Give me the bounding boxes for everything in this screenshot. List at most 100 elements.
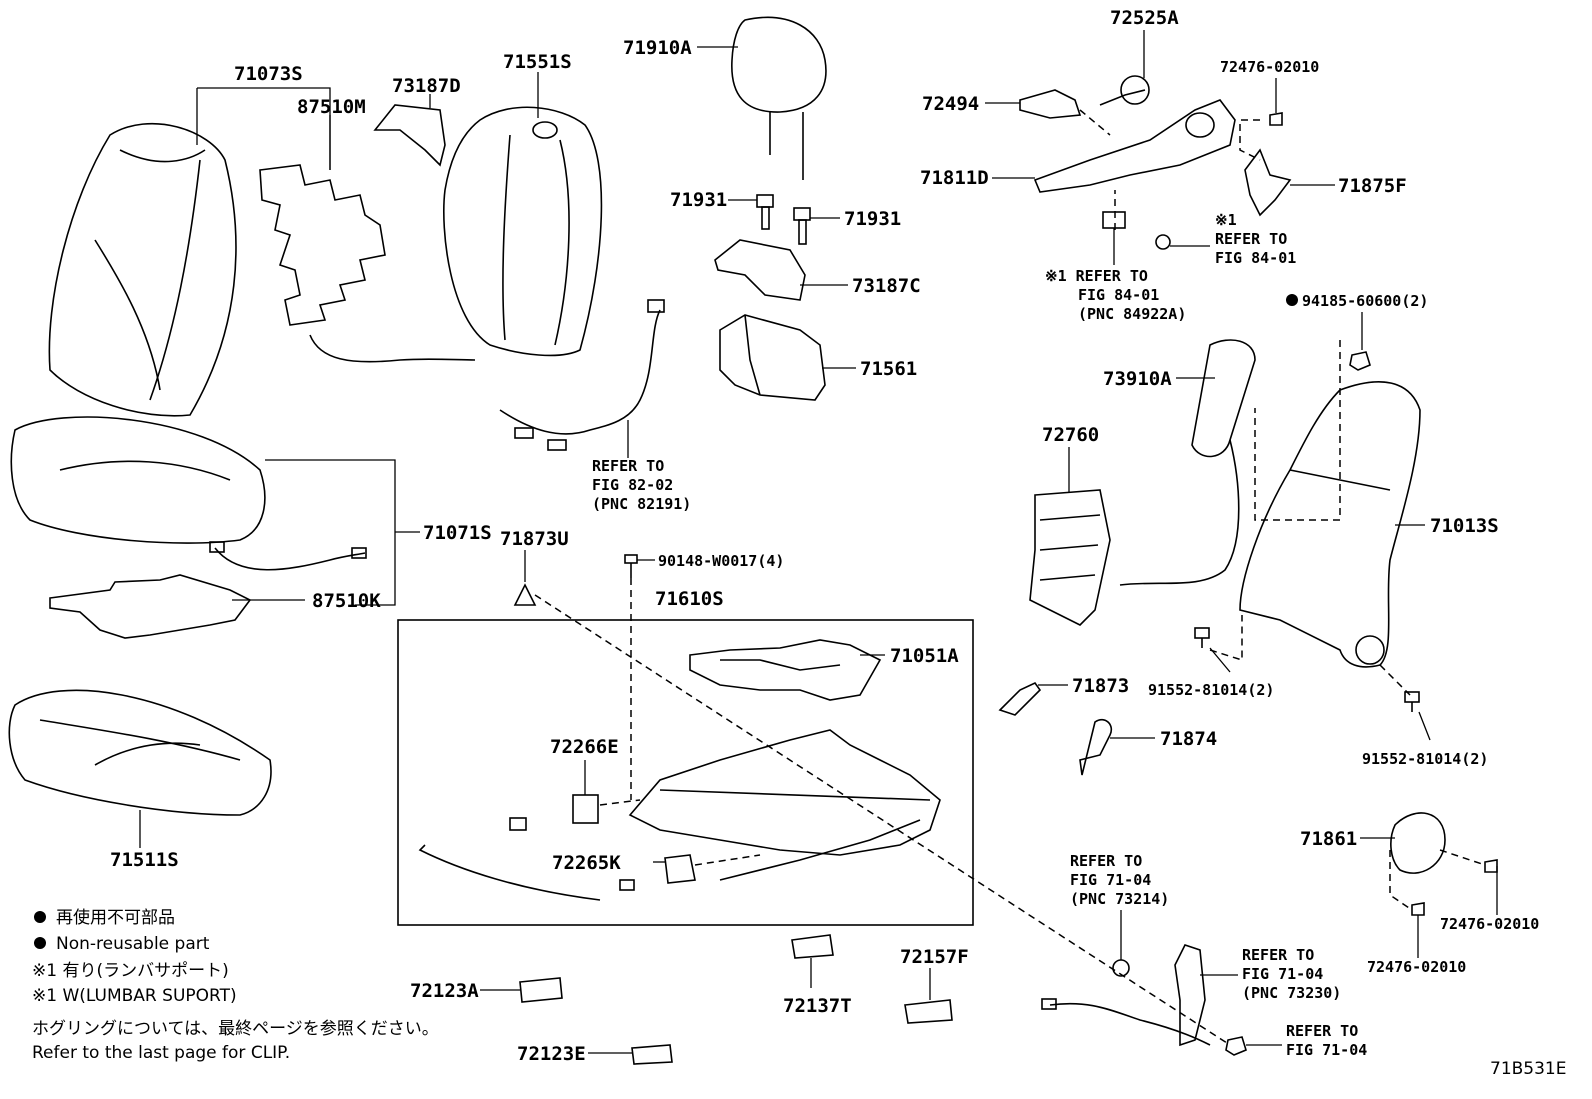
label-71013S: 71013S bbox=[1430, 515, 1499, 537]
legend: 再使用不可部品 Non-reusable part ※1 有り(ランバサポート)… bbox=[32, 294, 1566, 1079]
label-72266E: 72266E bbox=[550, 736, 619, 758]
label-94185: 94185-60600(2) bbox=[1302, 292, 1428, 310]
seatback-heater-pad-drawing bbox=[259, 164, 476, 363]
ref-73230: REFER TO FIG 71-04 (PNC 73230) bbox=[1242, 946, 1341, 1002]
legend-clip-jp: ホグリングについては、最終ページを参照ください。 bbox=[32, 1019, 439, 1039]
seatback-pad-drawing bbox=[443, 106, 603, 357]
label-71511S: 71511S bbox=[110, 849, 179, 871]
nut-94185-drawing bbox=[1349, 351, 1371, 371]
seat-heater-pad-drawing bbox=[49, 541, 367, 639]
label-87510M: 87510M bbox=[297, 96, 366, 118]
label-71873U: 71873U bbox=[500, 528, 569, 550]
label-72476-right: 72476-02010 bbox=[1440, 915, 1539, 933]
clip-71873U-drawing bbox=[513, 583, 537, 606]
label-71051A: 71051A bbox=[890, 645, 959, 667]
seatback-cover-drawing bbox=[48, 122, 237, 417]
clip-72137T-drawing bbox=[791, 934, 834, 959]
bolt-84-01-drawing bbox=[1155, 234, 1171, 250]
figure-id: 71B531E bbox=[1490, 1059, 1566, 1079]
ref-84922A: ※1 REFER TO FIG 84-01 (PNC 84922A) bbox=[1045, 267, 1186, 323]
label-71931-right: 71931 bbox=[844, 208, 901, 230]
label-71875F: 71875F bbox=[1338, 175, 1407, 197]
part-labels: 71073S 87510M 73187D 71551S 71910A 72525… bbox=[110, 7, 1539, 1065]
label-71873: 71873 bbox=[1072, 675, 1129, 697]
bracket-73187C-drawing bbox=[714, 239, 806, 301]
recliner-cover-drawing bbox=[1033, 99, 1236, 193]
label-72760: 72760 bbox=[1042, 424, 1099, 446]
label-72157F: 72157F bbox=[900, 946, 969, 968]
seat-spring-drawing bbox=[689, 639, 882, 701]
label-71931-left: 71931 bbox=[670, 189, 727, 211]
reference-notes: REFER TO FIG 82-02 (PNC 82191) ※1 REFER … bbox=[592, 211, 1367, 1059]
ref-73214: REFER TO FIG 71-04 (PNC 73214) bbox=[1070, 852, 1169, 908]
label-73187C: 73187C bbox=[852, 275, 921, 297]
headrest-drawing bbox=[731, 16, 827, 180]
clip-72123A-drawing bbox=[519, 977, 563, 1003]
seat-adjuster-box bbox=[397, 619, 974, 926]
bolt-91552-right-drawing bbox=[1404, 691, 1420, 712]
label-71910A: 71910A bbox=[623, 37, 692, 59]
label-71610S: 71610S bbox=[655, 588, 724, 610]
headrest-guides-drawing bbox=[756, 194, 811, 245]
bolt-90148-drawing bbox=[624, 554, 638, 578]
bracket-73187D-drawing bbox=[373, 104, 446, 167]
label-72123A: 72123A bbox=[410, 980, 479, 1002]
ref-71-04: REFER TO FIG 71-04 bbox=[1286, 1022, 1367, 1059]
label-71071S: 71071S bbox=[423, 522, 492, 544]
legend-dot-icon bbox=[34, 937, 46, 949]
hook-71874-drawing bbox=[1079, 718, 1113, 776]
legend-nonreusable-en: Non-reusable part bbox=[56, 934, 210, 954]
recliner-knob-72525A-drawing bbox=[1099, 75, 1150, 106]
label-72476-top: 72476-02010 bbox=[1220, 58, 1319, 76]
clip-72476-top-drawing bbox=[1269, 112, 1283, 126]
hook-71873-drawing bbox=[998, 681, 1042, 716]
cover-71861-drawing bbox=[1390, 812, 1446, 874]
ref-84-01: ※1 REFER TO FIG 84-01 bbox=[1215, 211, 1296, 267]
bolt-91552-left-drawing bbox=[1194, 627, 1210, 648]
label-72494: 72494 bbox=[922, 93, 979, 115]
clip-72157F-drawing bbox=[904, 999, 953, 1024]
nonreusable-marker-icon bbox=[1286, 294, 1298, 306]
label-73187D: 73187D bbox=[392, 75, 461, 97]
seat-cushion-cover-drawing bbox=[10, 416, 266, 544]
label-91552-left: 91552-81014(2) bbox=[1148, 681, 1274, 699]
ref-82191: REFER TO FIG 82-02 (PNC 82191) bbox=[592, 457, 691, 513]
label-72137T: 72137T bbox=[783, 995, 852, 1017]
label-90148: 90148-W0017(4) bbox=[658, 552, 784, 570]
clip-72123E-drawing bbox=[631, 1044, 673, 1065]
label-72525A: 72525A bbox=[1110, 7, 1179, 29]
label-71811D: 71811D bbox=[920, 167, 989, 189]
label-87510K: 87510K bbox=[312, 590, 381, 612]
bracket-71875F-drawing bbox=[1244, 148, 1292, 217]
leader-lines bbox=[139, 30, 1498, 1054]
clip-72476-right-drawing bbox=[1484, 859, 1498, 873]
seat-cushion-pad-drawing bbox=[8, 689, 272, 816]
label-71551S: 71551S bbox=[503, 51, 572, 73]
legend-clip-en: Refer to the last page for CLIP. bbox=[32, 1043, 290, 1063]
belt-harness-drawing bbox=[1041, 944, 1247, 1056]
label-71874: 71874 bbox=[1160, 728, 1217, 750]
seatback-frame-drawing bbox=[1239, 381, 1421, 668]
cover-71561-drawing bbox=[719, 314, 826, 401]
label-72265K: 72265K bbox=[552, 852, 621, 874]
label-72476-bottom: 72476-02010 bbox=[1367, 958, 1466, 976]
legend-note1-jp: ※1 有り(ランバサポート) bbox=[32, 961, 229, 981]
legend-dot-icon bbox=[34, 911, 46, 923]
wire-harness-drawing bbox=[499, 299, 665, 451]
lumbar-support-drawing bbox=[1029, 489, 1111, 626]
label-71073S: 71073S bbox=[234, 63, 303, 85]
seat-adjuster-drawing bbox=[628, 729, 941, 881]
label-72123E: 72123E bbox=[517, 1043, 586, 1065]
clip-72476-bottom-drawing bbox=[1411, 902, 1425, 916]
side-airbag-drawing bbox=[1119, 339, 1256, 586]
legend-note1-en: ※1 W(LUMBAR SUPORT) bbox=[32, 986, 237, 1006]
dashed-assembly-lines bbox=[534, 109, 1486, 1046]
label-91552-right: 91552-81014(2) bbox=[1362, 750, 1488, 768]
legend-nonreusable-jp: 再使用不可部品 bbox=[56, 907, 175, 928]
label-71561: 71561 bbox=[860, 358, 917, 380]
label-73910A: 73910A bbox=[1103, 368, 1172, 390]
connector-84922A-drawing bbox=[1102, 211, 1126, 229]
adjuster-handle-parts-drawing bbox=[418, 794, 696, 901]
label-71861: 71861 bbox=[1300, 828, 1357, 850]
